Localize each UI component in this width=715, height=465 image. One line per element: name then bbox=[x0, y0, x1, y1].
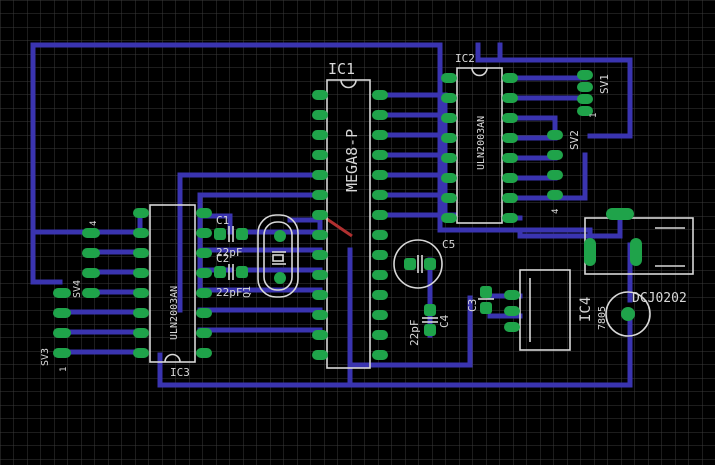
capacitor-c3 bbox=[478, 286, 494, 314]
ic3-pads bbox=[133, 208, 212, 358]
connector-sv3 bbox=[53, 288, 71, 358]
sv3-pin-label: 1 bbox=[59, 367, 69, 372]
ic1-part-label: MEGA8-P bbox=[343, 129, 361, 192]
ic3-part-label: ULN2003AN bbox=[169, 286, 180, 340]
ic1-label: IC1 bbox=[328, 60, 355, 78]
c4-label: C4 bbox=[438, 314, 451, 328]
sv4-pin-label: 4 bbox=[89, 221, 99, 226]
c3-label: C3 bbox=[466, 299, 479, 312]
ic2-package bbox=[456, 67, 503, 224]
crystal bbox=[257, 214, 299, 298]
c1-value: 22pF bbox=[216, 246, 243, 259]
ic3-package bbox=[149, 204, 196, 363]
connector-sv4 bbox=[82, 228, 100, 298]
connector-sv1 bbox=[577, 70, 593, 116]
c4-value: 22pF bbox=[408, 320, 421, 347]
ic4-regulator bbox=[504, 269, 571, 351]
ic2-pads bbox=[441, 73, 518, 223]
dc-jack bbox=[584, 208, 694, 337]
c2-label: C2 bbox=[216, 252, 229, 265]
connector-sv2 bbox=[547, 130, 563, 200]
sv1-label: SV1 bbox=[598, 74, 611, 94]
capacitor-c1 bbox=[214, 226, 248, 242]
sv1-pin-label: 1 bbox=[589, 113, 599, 118]
capacitor-c2 bbox=[214, 264, 248, 280]
crystal-label: Q1 bbox=[242, 286, 253, 298]
sv4-label: SV4 bbox=[72, 280, 83, 298]
sv2-pin-label: 4 bbox=[551, 209, 561, 214]
ic4-part-label: 7805 bbox=[597, 306, 608, 330]
capacitor-c4 bbox=[422, 304, 438, 336]
capacitor-c5 bbox=[393, 239, 443, 289]
ic1-package bbox=[326, 79, 371, 369]
dc-jack-label: DCJ0202 bbox=[632, 291, 687, 306]
ic4-label: IC4 bbox=[578, 297, 594, 322]
copper-traces bbox=[30, 42, 633, 388]
ic1-pads bbox=[312, 90, 388, 360]
c5-label: C5 bbox=[442, 238, 455, 251]
ic3-label: IC3 bbox=[170, 366, 190, 379]
sv2-label: SV2 bbox=[568, 130, 581, 150]
ic2-label: IC2 bbox=[455, 52, 475, 65]
ic2-part-label: ULN2003AN bbox=[476, 116, 487, 170]
sv3-label: SV3 bbox=[40, 348, 51, 366]
c2-value: 22pF bbox=[216, 286, 243, 299]
c1-label: C1 bbox=[216, 214, 229, 227]
